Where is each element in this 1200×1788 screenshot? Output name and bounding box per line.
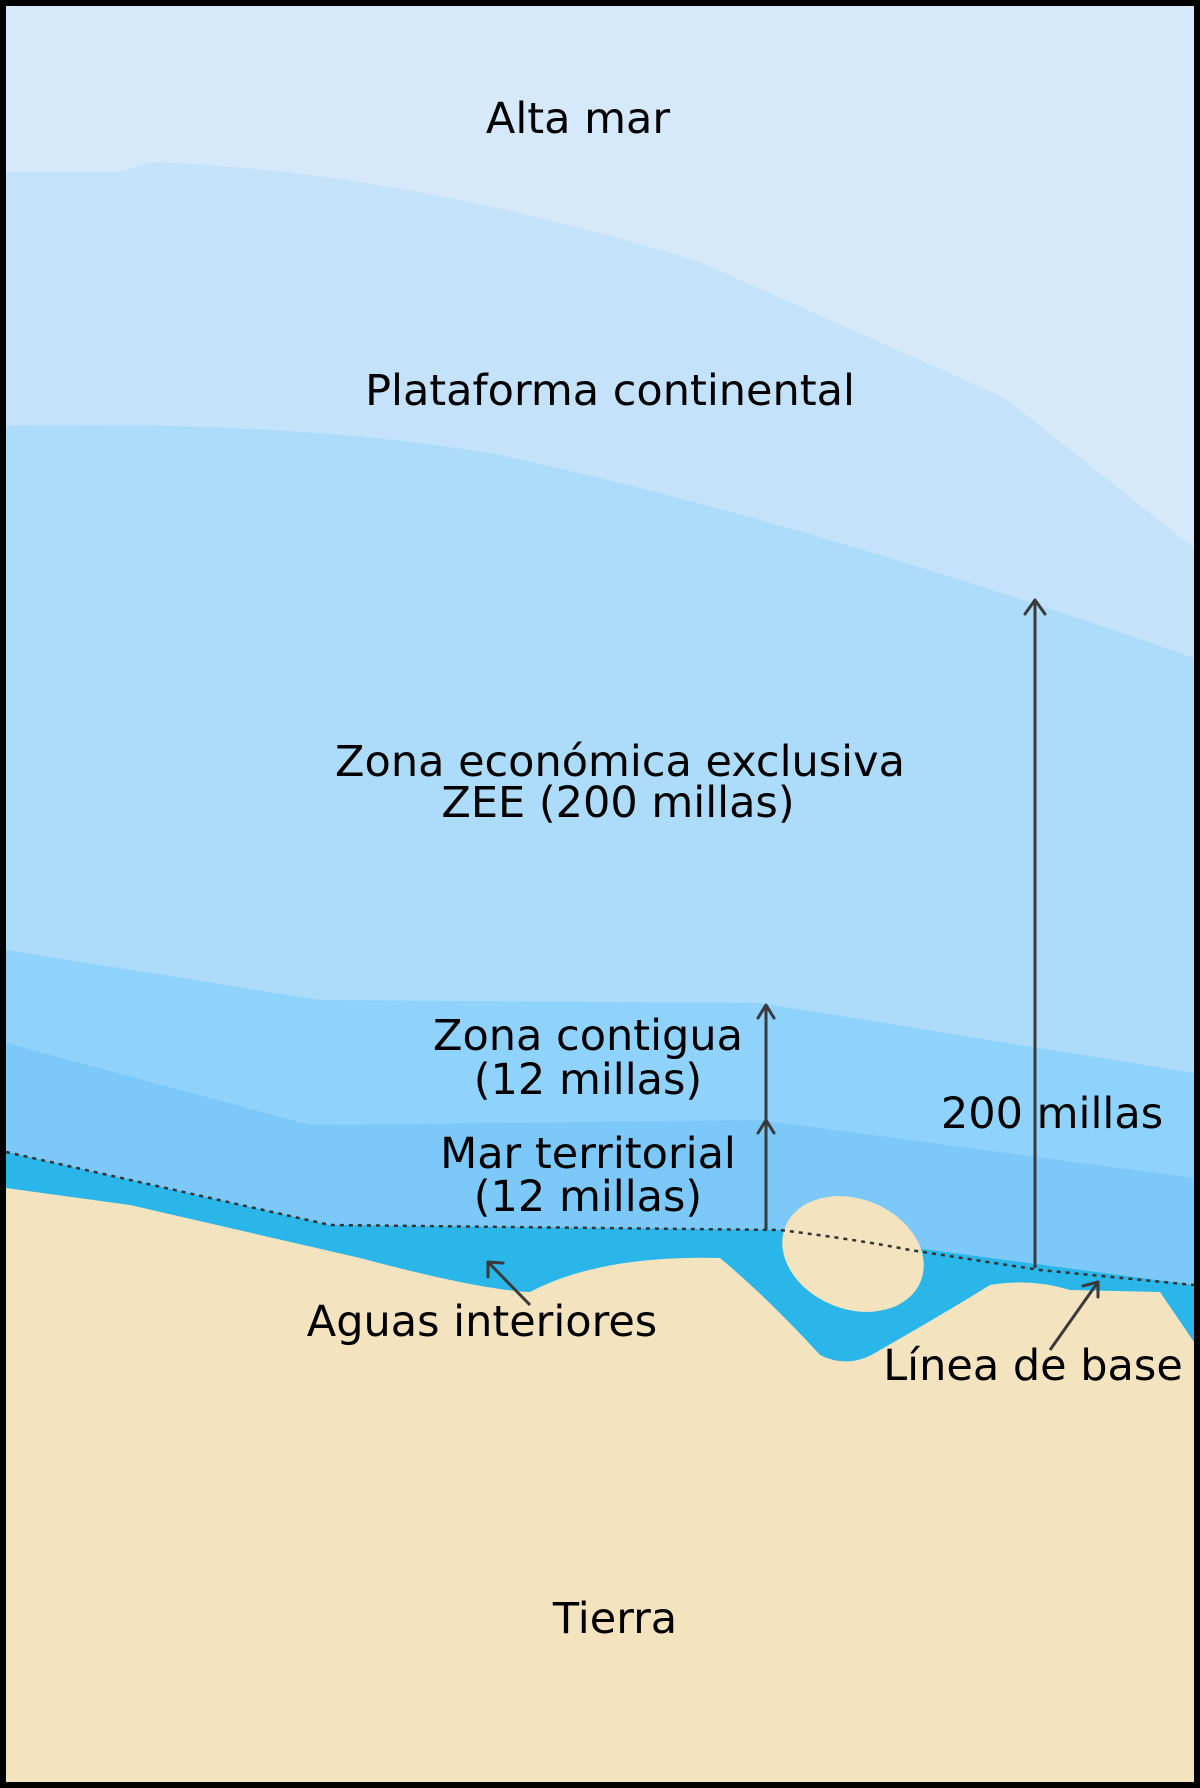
label-tierra: Tierra	[552, 1594, 677, 1644]
island	[782, 1196, 924, 1312]
label-zona-contigua-line2: (12 millas)	[474, 1055, 702, 1105]
arrow-zona-contigua-head	[756, 1003, 776, 1020]
label-zona-contigua-line1: Zona contigua	[433, 1011, 743, 1061]
label-linea-de-base: Línea de base	[883, 1341, 1183, 1391]
label-mar-territorial-line2: (12 millas)	[474, 1172, 702, 1222]
label-aguas-interiores: Aguas interiores	[307, 1297, 657, 1347]
label-zee-line1: Zona económica exclusiva	[335, 737, 905, 787]
pointer-aguas-interiores-shaft	[486, 1260, 532, 1307]
arrow-200-millas-head	[1023, 598, 1047, 616]
pointer-aguas-interiores-head	[486, 1260, 505, 1279]
pointer-linea-de-base-shaft	[1048, 1281, 1100, 1351]
label-mar-territorial-line1: Mar territorial	[440, 1129, 736, 1179]
label-plataforma-continental: Plataforma continental	[365, 366, 855, 416]
pointer-linea-de-base-head	[1081, 1280, 1100, 1299]
land-tierra	[6, 1188, 1194, 1782]
arrow-mar-territorial-head	[756, 1118, 776, 1135]
label-200-millas: 200 millas	[941, 1089, 1163, 1139]
label-zee-line2: ZEE (200 millas)	[441, 778, 794, 828]
label-alta-mar: Alta mar	[486, 94, 670, 144]
baseline-dotted-line	[5, 1150, 1195, 1287]
